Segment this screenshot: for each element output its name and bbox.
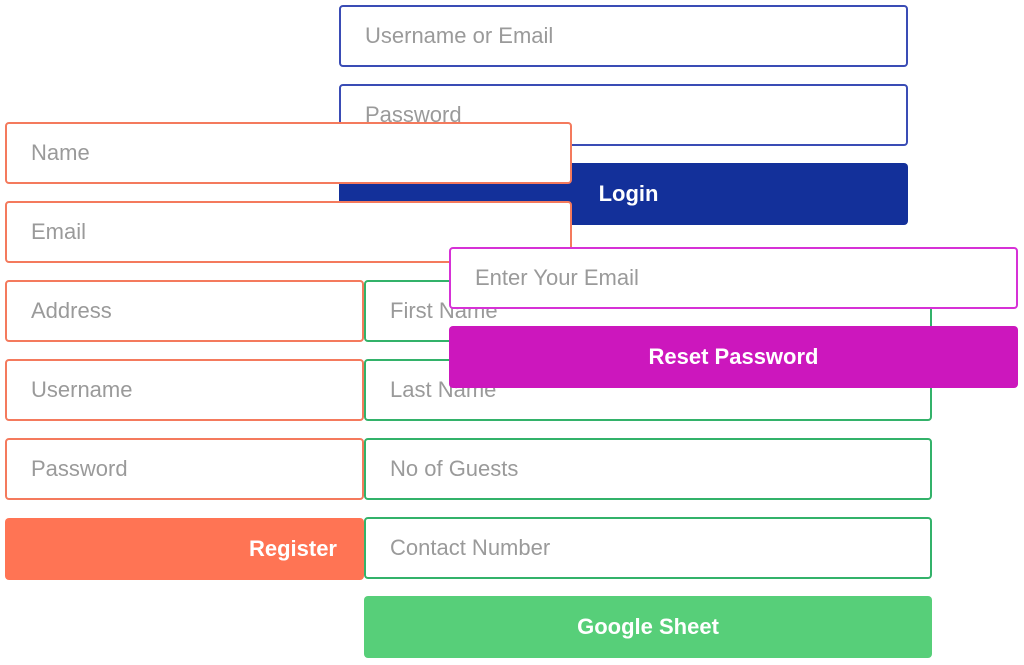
password-input[interactable] [5,438,364,500]
login-username-input[interactable] [339,5,908,67]
reset-email-input[interactable] [449,247,1018,309]
guests-input[interactable] [364,438,932,500]
username-input[interactable] [5,359,364,421]
reset-password-button[interactable]: Reset Password [449,326,1018,388]
contact-number-input[interactable] [364,517,932,579]
google-sheet-button[interactable]: Google Sheet [364,596,932,658]
register-button[interactable]: Register [5,518,364,580]
address-input[interactable] [5,280,364,342]
name-input[interactable] [5,122,572,184]
reset-password-form: Reset Password [449,247,1018,389]
register-form: Register [5,122,572,581]
